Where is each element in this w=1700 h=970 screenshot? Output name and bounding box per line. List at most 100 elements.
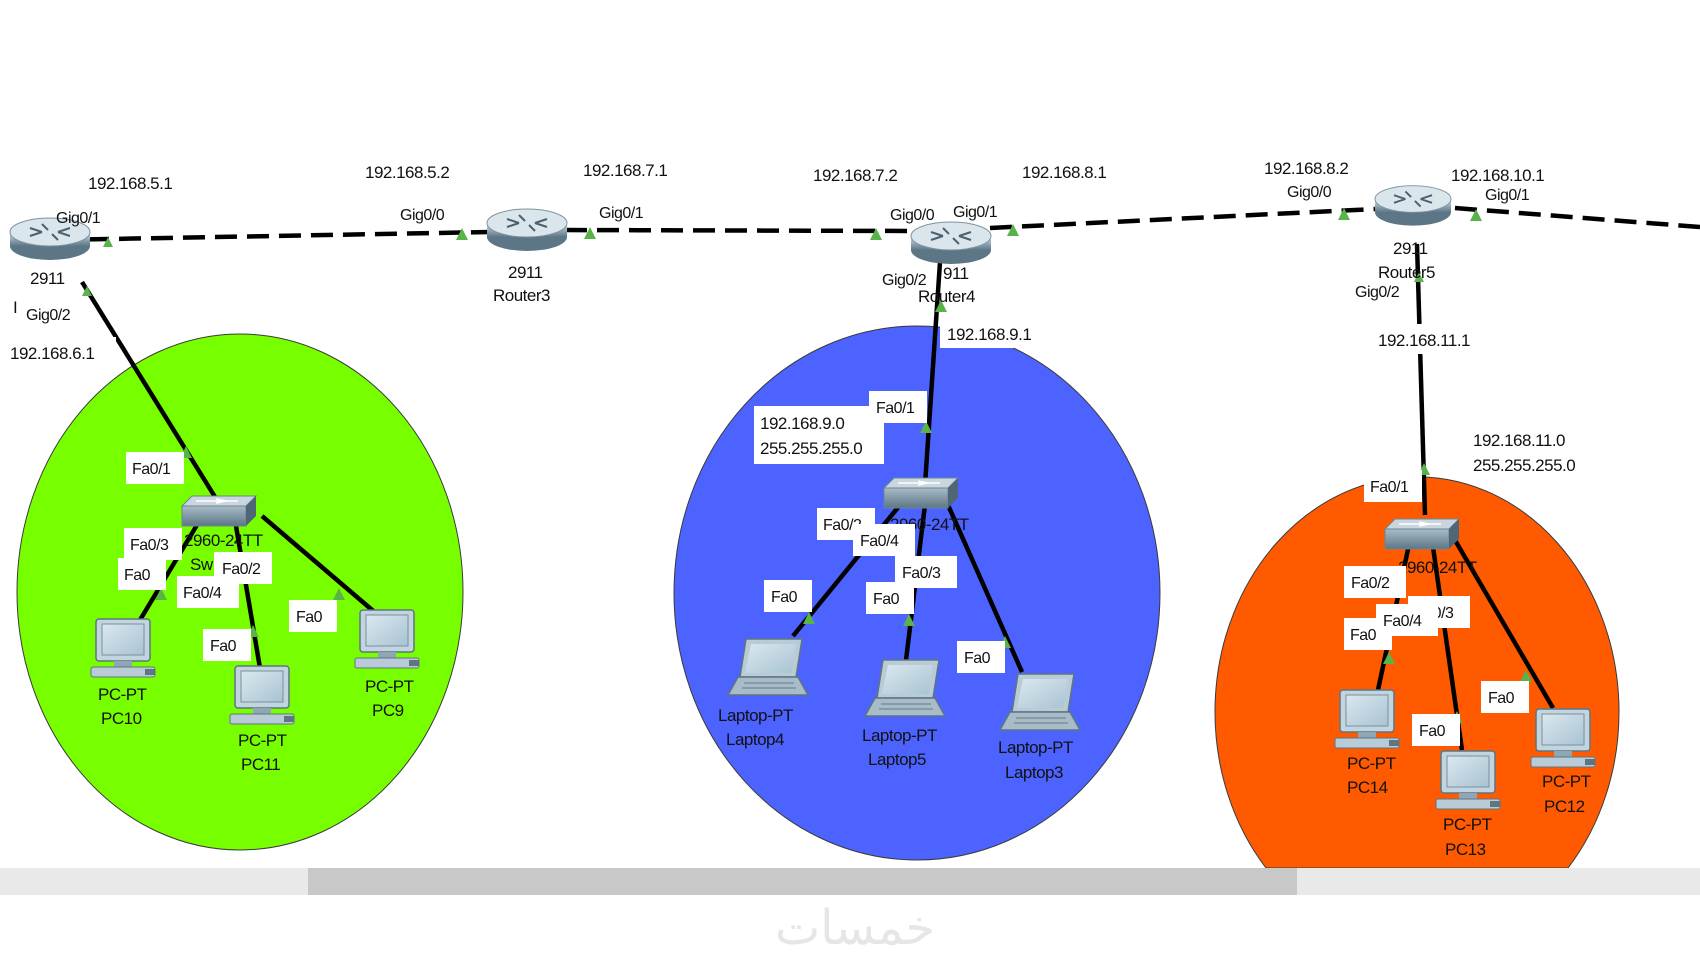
port-label: Fa0 — [764, 580, 812, 612]
port-marker — [1383, 652, 1395, 664]
svg-text:192.168.7.1: 192.168.7.1 — [583, 161, 667, 180]
host-type: PC-PT — [1542, 772, 1591, 791]
port-label: Gig0/1 — [1485, 187, 1530, 204]
ip-label: 192.168.7.2 — [805, 159, 917, 189]
ip-label: 192.168.10.1 — [1444, 160, 1566, 186]
router-name: Router3 — [493, 286, 550, 305]
svg-text:Fa0: Fa0 — [1488, 690, 1515, 707]
port-marker — [1007, 224, 1019, 236]
host-type: PC-PT — [1347, 754, 1396, 773]
svg-text:Fa0: Fa0 — [1419, 723, 1446, 740]
port-label: Fa0 — [957, 641, 1005, 673]
svg-text:Fa0: Fa0 — [210, 638, 237, 655]
pc-icon[interactable] — [354, 609, 420, 669]
port-marker — [870, 228, 882, 240]
port-label: Gig0/2 — [26, 307, 71, 324]
svg-text:Fa0: Fa0 — [873, 591, 900, 608]
switch-icon[interactable] — [1384, 518, 1460, 550]
router-model: 2911 — [1393, 239, 1428, 258]
host-name: PC11 — [241, 755, 280, 774]
port-label: Fa0 — [118, 558, 166, 590]
port-label: Gig0/2 — [1355, 284, 1400, 301]
svg-text:Fa0/1: Fa0/1 — [876, 400, 915, 417]
router-model: 911 — [943, 264, 969, 283]
ip-label: 192.168.7.1 — [575, 154, 687, 184]
switch-icon[interactable] — [181, 495, 257, 527]
svg-text:Fa0/2: Fa0/2 — [222, 561, 261, 578]
host-type: PC-PT — [238, 731, 287, 750]
host-type: PC-PT — [1443, 815, 1492, 834]
port-label: Gig0/0 — [890, 207, 935, 224]
router-port-labels: Gig0/1 Gig0/2 Gig0/0 Gig0/1 Gig0/0 Gig0/… — [26, 184, 1530, 324]
link-r4-r5 — [989, 206, 1376, 231]
router-icon[interactable] — [910, 221, 992, 265]
svg-text:192.168.11.1: 192.168.11.1 — [1378, 331, 1470, 350]
link-r5-offscreen — [1454, 205, 1700, 230]
ip-label: 192.168.8.2 — [1256, 153, 1368, 179]
router-name: Router4 — [918, 287, 975, 306]
host-name: Laptop3 — [1005, 763, 1063, 782]
svg-text:Fa0: Fa0 — [771, 589, 798, 606]
svg-text:Fa0/4: Fa0/4 — [860, 533, 899, 550]
host-name: PC10 — [101, 709, 142, 728]
router-model: 2911 — [508, 263, 543, 282]
link-swgreen-pc9 — [260, 514, 380, 617]
host-name: PC13 — [1445, 840, 1486, 859]
svg-text:192.168.11.0: 192.168.11.0 — [1473, 431, 1565, 450]
horizontal-scrollbar[interactable] — [0, 868, 1700, 895]
switch-model: 2960-24TT — [184, 531, 263, 550]
port-label: Gig0/1 — [599, 205, 644, 222]
port-label: Gig0/0 — [400, 207, 445, 224]
port-marker — [456, 228, 468, 240]
svg-text:Fa0/2: Fa0/2 — [1351, 575, 1390, 592]
host-type: Laptop-PT — [998, 738, 1073, 757]
pc-icon[interactable] — [1530, 708, 1596, 768]
side-mark: I — [13, 298, 17, 317]
svg-text:192.168.5.2: 192.168.5.2 — [365, 163, 449, 182]
port-label: Fa0/2 — [1344, 566, 1406, 598]
pc-icon[interactable] — [229, 665, 295, 725]
boxed-labels: 192.168.5.1 192.168.5.2 192.168.7.1 192.… — [4, 153, 1597, 746]
network-label: 192.168.11.0 255.255.255.0 — [1467, 423, 1597, 481]
switch-icon[interactable] — [883, 477, 959, 509]
pc-icon[interactable] — [1334, 689, 1400, 749]
port-label: Fa0/1 — [126, 452, 184, 484]
pc-icon[interactable] — [90, 618, 156, 678]
host-name: PC9 — [372, 701, 404, 720]
scrollbar-thumb[interactable] — [307, 868, 1298, 895]
ip-label: 192.168.5.2 — [357, 156, 469, 186]
host-type: PC-PT — [98, 685, 147, 704]
svg-text:192.168.6.1: 192.168.6.1 — [10, 344, 94, 363]
pc-icon[interactable] — [1435, 750, 1501, 810]
port-label: Fa0/4 — [1376, 604, 1438, 636]
ip-label: 192.168.8.1 — [1014, 156, 1126, 186]
device-labels: 2911 2911 Router3 911 Router4 2911 Route… — [13, 239, 1591, 859]
router-icon[interactable] — [1374, 184, 1452, 227]
port-label: Fa0/4 — [853, 524, 915, 556]
port-marker — [935, 300, 947, 312]
svg-text:192.168.8.2: 192.168.8.2 — [1264, 159, 1348, 178]
backbone-links — [54, 205, 1700, 243]
port-marker — [903, 614, 915, 626]
svg-text:Fa0/1: Fa0/1 — [132, 461, 171, 478]
port-label: Fa0 — [289, 600, 337, 632]
svg-text:255.255.255.0: 255.255.255.0 — [1473, 456, 1575, 475]
switch-model: 2960-24TT — [1398, 558, 1477, 577]
port-marker — [584, 227, 596, 239]
link-rleft-swgreen — [80, 280, 222, 507]
zone-green — [16, 333, 464, 851]
svg-text:Fa0/3: Fa0/3 — [902, 565, 941, 582]
ip-label: 192.168.9.1 — [940, 318, 1052, 348]
port-label: Gig0/2 — [882, 272, 927, 289]
router-icon[interactable] — [486, 208, 568, 252]
port-marker — [920, 421, 932, 433]
port-marker — [155, 588, 167, 600]
router-name: Router5 — [1378, 263, 1435, 282]
link-rleft-r3 — [54, 229, 491, 243]
ip-label: 192.168.5.1 — [80, 167, 192, 197]
port-label: Fa0 — [1481, 681, 1529, 713]
port-marker — [803, 612, 815, 624]
link-swgreen-pc10 — [138, 518, 202, 622]
svg-text:255.255.255.0: 255.255.255.0 — [760, 439, 862, 458]
